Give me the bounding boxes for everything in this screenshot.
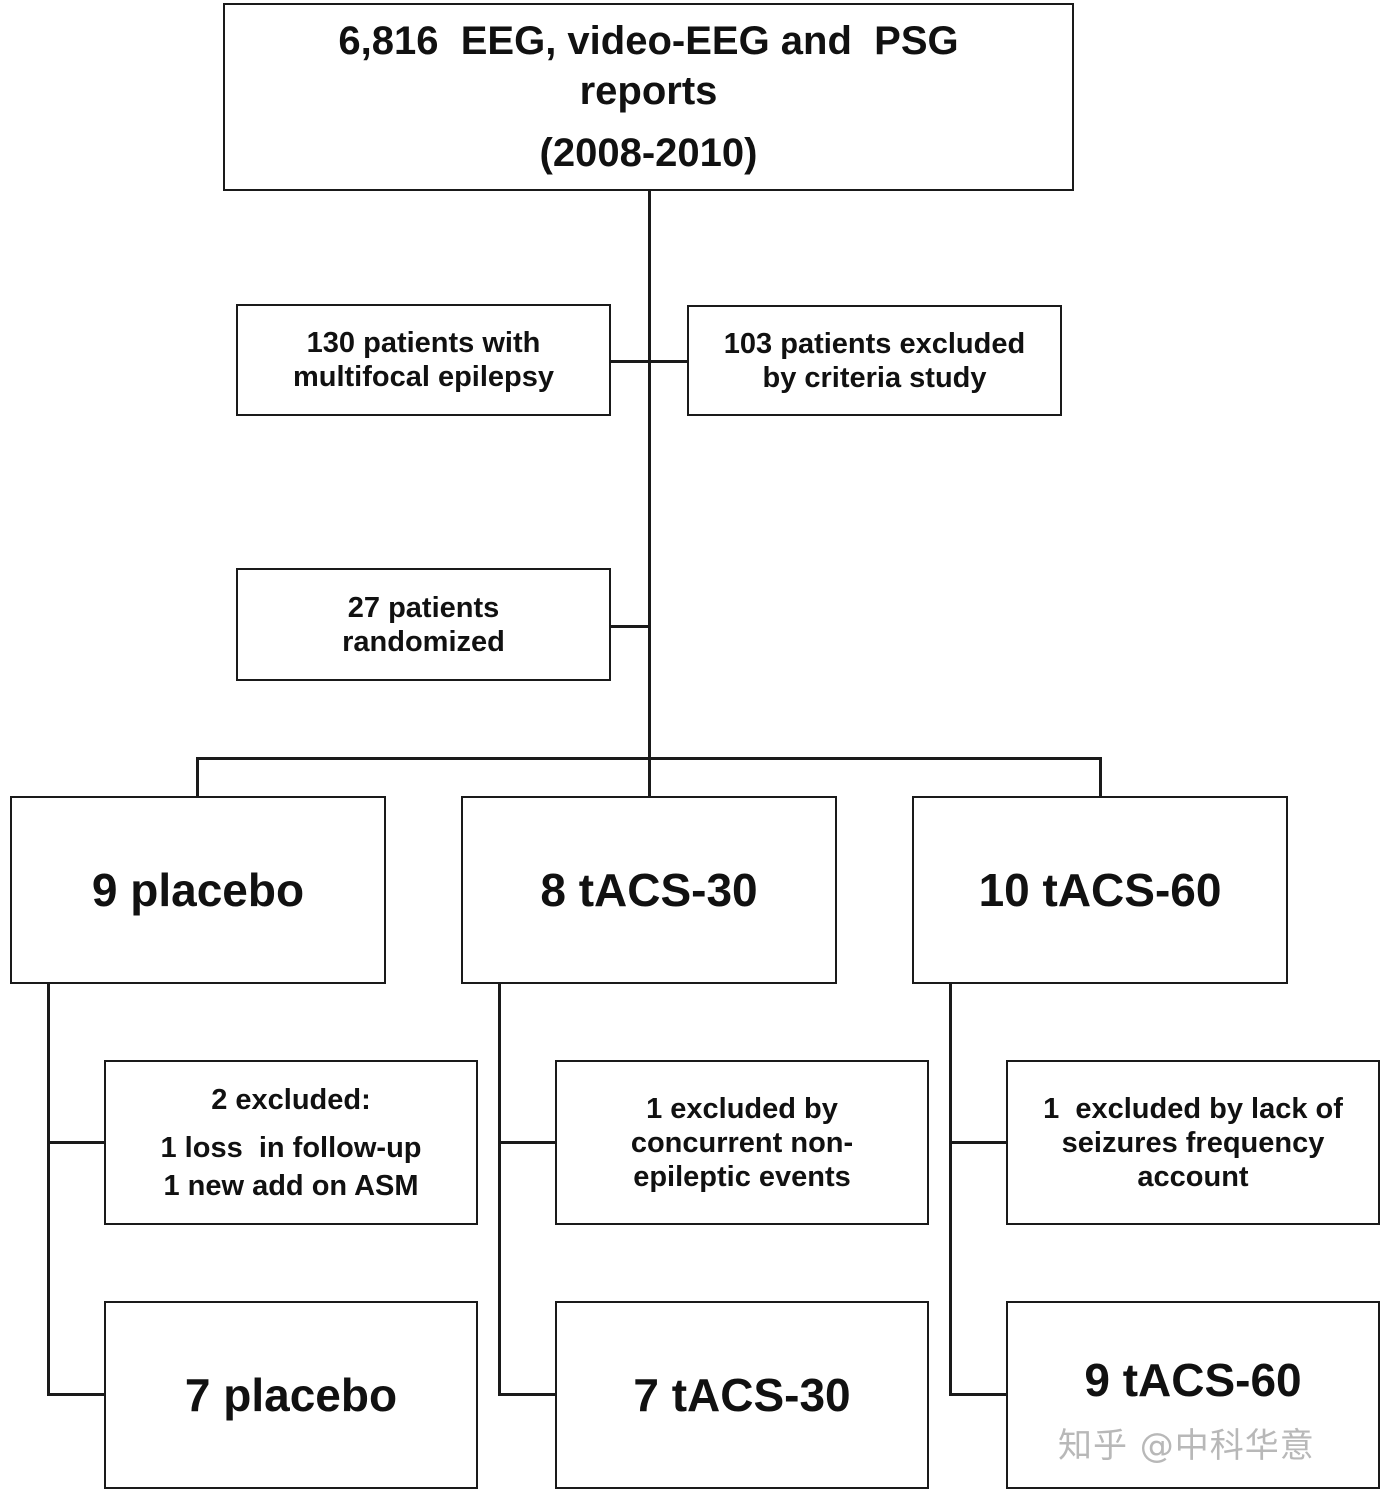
branch-randomized bbox=[610, 625, 650, 628]
excluded-box-tacs30: 1 excluded by concurrent non- epileptic … bbox=[555, 1060, 929, 1225]
final-label-tacs60: 9 tACS-60 bbox=[1084, 1354, 1302, 1406]
tacs60-excl-branch bbox=[949, 1141, 1009, 1144]
randomized-line2: randomized bbox=[342, 625, 505, 658]
excluded-placebo-line2: 1 loss in follow-up bbox=[160, 1131, 422, 1164]
tacs30-final-branch bbox=[498, 1393, 558, 1396]
final-box-placebo: 7 placebo bbox=[104, 1301, 478, 1489]
excluded-placebo-line3: 1 new add on ASM bbox=[163, 1169, 419, 1202]
excluded-criteria-box: 103 patients excluded by criteria study bbox=[687, 305, 1062, 416]
arm-label-placebo: 9 placebo bbox=[91, 864, 305, 916]
arm-drop-tacs60 bbox=[1099, 757, 1102, 797]
multifocal-line2: multifocal epilepsy bbox=[292, 361, 555, 393]
final-label-tacs30: 7 tACS-30 bbox=[633, 1369, 851, 1421]
multifocal-line1: 130 patients with bbox=[306, 327, 541, 359]
multifocal-box: 130 patients with multifocal epilepsy bbox=[236, 304, 611, 416]
arm-label-tacs60: 10 tACS-60 bbox=[978, 864, 1222, 916]
arm-box-tacs30: 8 tACS-30 bbox=[461, 796, 837, 984]
excluded-criteria-line2: by criteria study bbox=[762, 361, 987, 394]
placebo-excl-branch bbox=[47, 1141, 107, 1144]
tacs60-vertical bbox=[949, 982, 952, 1396]
excluded-placebo-line1: 2 excluded: bbox=[211, 1083, 371, 1116]
final-box-tacs60: 9 tACS-60 bbox=[1006, 1301, 1380, 1489]
excluded-tacs30-line2: concurrent non- bbox=[630, 1126, 854, 1159]
randomized-box: 27 patients randomized bbox=[236, 568, 611, 681]
excluded-tacs30-line3: epileptic events bbox=[633, 1160, 851, 1193]
reports-line1: 6,816 EEG, video-EEG and PSG bbox=[338, 19, 959, 63]
excluded-box-tacs60: 1 excluded by lack of seizures frequency… bbox=[1006, 1060, 1380, 1225]
branch-screened-right bbox=[648, 360, 689, 363]
reports-line3: (2008-2010) bbox=[539, 131, 758, 175]
arm-drop-tacs30 bbox=[648, 757, 651, 797]
arm-box-tacs60: 10 tACS-60 bbox=[912, 796, 1288, 984]
placebo-final-branch bbox=[47, 1393, 107, 1396]
tacs30-vertical bbox=[498, 982, 501, 1396]
placebo-vertical bbox=[47, 982, 50, 1396]
branch-screened-left bbox=[610, 360, 650, 363]
reports-box: 6,816 EEG, video-EEG and PSG reports (20… bbox=[223, 3, 1074, 191]
arm-label-tacs30: 8 tACS-30 bbox=[540, 864, 758, 916]
tacs30-excl-branch bbox=[498, 1141, 558, 1144]
excluded-box-placebo: 2 excluded: 1 loss in follow-up 1 new ad… bbox=[104, 1060, 478, 1225]
final-box-tacs30: 7 tACS-30 bbox=[555, 1301, 929, 1489]
reports-line2: reports bbox=[579, 69, 718, 113]
tacs60-final-branch bbox=[949, 1393, 1009, 1396]
excluded-criteria-line1: 103 patients excluded bbox=[723, 327, 1026, 360]
excluded-tacs60-line2: seizures frequency bbox=[1061, 1126, 1325, 1159]
excluded-tacs60-line3: account bbox=[1137, 1160, 1249, 1193]
excluded-tacs60-line1: 1 excluded by lack of bbox=[1043, 1092, 1343, 1125]
final-label-placebo: 7 placebo bbox=[184, 1369, 398, 1421]
trunk-line bbox=[648, 190, 651, 760]
arm-drop-placebo bbox=[196, 757, 199, 797]
watermark: 知乎 @中科华意 bbox=[1058, 1426, 1315, 1466]
excluded-tacs30-line1: 1 excluded by bbox=[646, 1092, 838, 1125]
randomized-line1: 27 patients bbox=[347, 591, 500, 624]
arm-box-placebo: 9 placebo bbox=[10, 796, 386, 984]
